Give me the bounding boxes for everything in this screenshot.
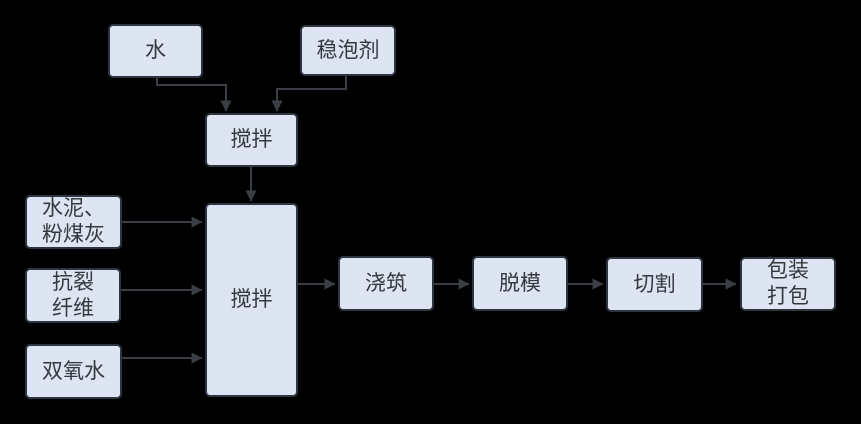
node-mix1: 搅拌 xyxy=(205,113,298,167)
node-cutting: 切割 xyxy=(606,257,703,312)
node-mix2: 搅拌 xyxy=(205,203,298,397)
node-stabilizer: 稳泡剂 xyxy=(300,25,396,76)
node-cement: 水泥、 粉煤灰 xyxy=(25,195,122,249)
node-fiber: 抗裂 纤维 xyxy=(25,268,121,323)
node-water: 水 xyxy=(108,24,203,78)
node-demolding: 脱模 xyxy=(472,256,568,311)
node-pouring: 浇筑 xyxy=(338,256,434,311)
node-peroxide: 双氧水 xyxy=(25,344,122,399)
node-packing: 包装 打包 xyxy=(740,257,836,311)
connector-stabilizer-to-mix1 xyxy=(271,76,347,112)
connector-water-to-mix1 xyxy=(156,78,232,112)
